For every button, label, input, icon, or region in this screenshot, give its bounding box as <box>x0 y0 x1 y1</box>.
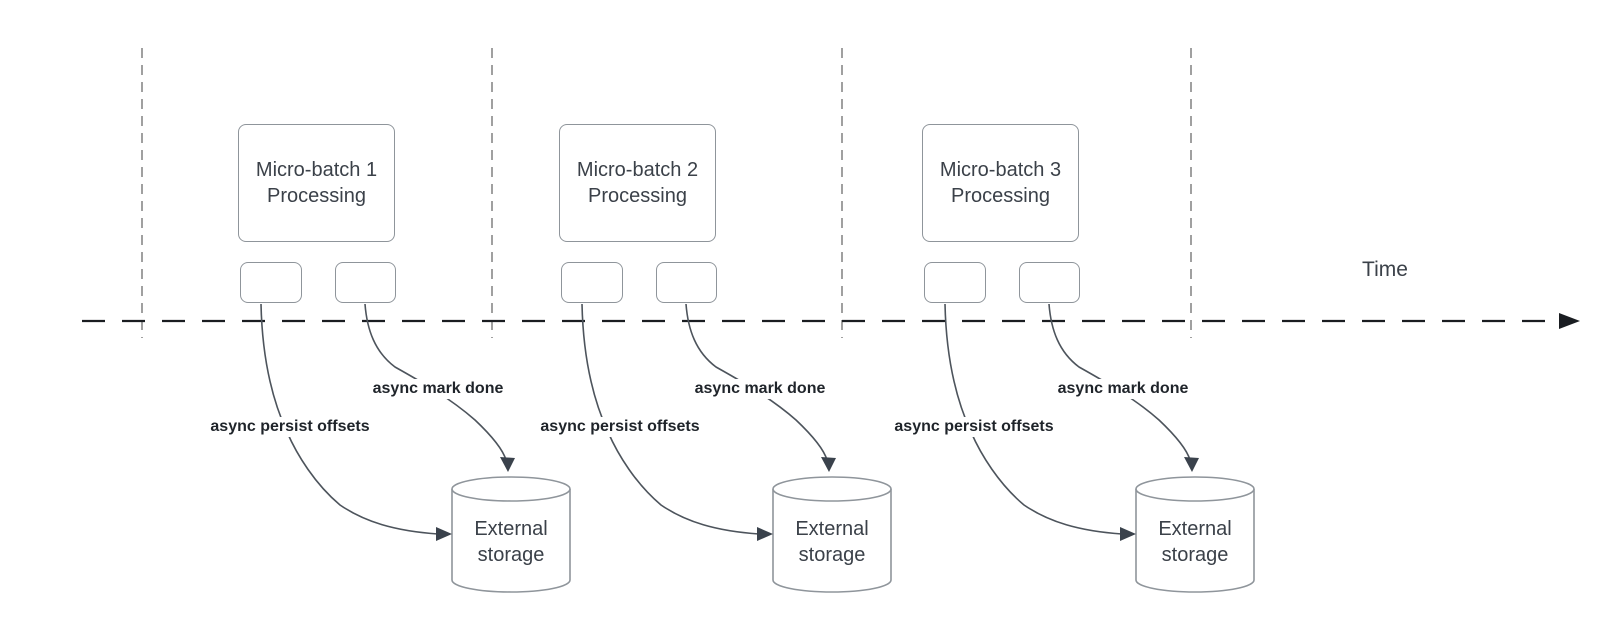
mark-done-arrowhead-icon <box>500 457 515 472</box>
mark-done-task-box-3 <box>1019 262 1080 303</box>
persist-offsets-label-1: async persist offsets <box>207 417 373 437</box>
storage-cylinder-top <box>1135 476 1255 502</box>
micro-batch-1-box: Micro-batch 1 Processing <box>238 124 395 242</box>
persist-offsets-curve <box>944 303 1123 535</box>
external-storage-label-1: External storage <box>474 518 548 566</box>
time-label: Time <box>1362 258 1408 281</box>
storage-cylinder-body <box>772 489 892 593</box>
group-2-shapes <box>581 303 892 593</box>
mark-done-label-3: async mark done <box>1054 379 1192 399</box>
mark-done-label-2: async mark done <box>691 379 829 399</box>
persist-offsets-arrowhead-icon <box>436 527 452 541</box>
storage-cylinder-body <box>1135 489 1255 593</box>
mark-done-task-box-1 <box>335 262 396 303</box>
mark-done-task-box-2 <box>656 262 717 303</box>
storage-cylinder-top <box>772 476 892 502</box>
persist-task-box-3 <box>924 262 986 303</box>
mark-done-label-1: async mark done <box>369 379 507 399</box>
time-axis-arrowhead-icon <box>1559 313 1580 329</box>
micro-batch-2-box: Micro-batch 2 Processing <box>559 124 716 242</box>
persist-offsets-curve <box>581 303 760 535</box>
persist-offsets-curve <box>260 303 439 535</box>
external-storage-label-3: External storage <box>1158 518 1232 566</box>
micro-batch-3-box: Micro-batch 3 Processing <box>922 124 1079 242</box>
persist-offsets-arrowhead-icon <box>1120 527 1136 541</box>
mark-done-arrowhead-icon <box>821 457 836 472</box>
group-3-shapes <box>944 303 1255 593</box>
persist-task-box-2 <box>561 262 623 303</box>
persist-offsets-label-2: async persist offsets <box>537 417 703 437</box>
persist-offsets-arrowhead-icon <box>757 527 773 541</box>
external-storage-label-2: External storage <box>795 518 869 566</box>
persist-task-box-1 <box>240 262 302 303</box>
persist-offsets-label-3: async persist offsets <box>891 417 1057 437</box>
mark-done-arrowhead-icon <box>1184 457 1199 472</box>
storage-cylinder-top <box>451 476 571 502</box>
storage-cylinder-body <box>451 489 571 593</box>
